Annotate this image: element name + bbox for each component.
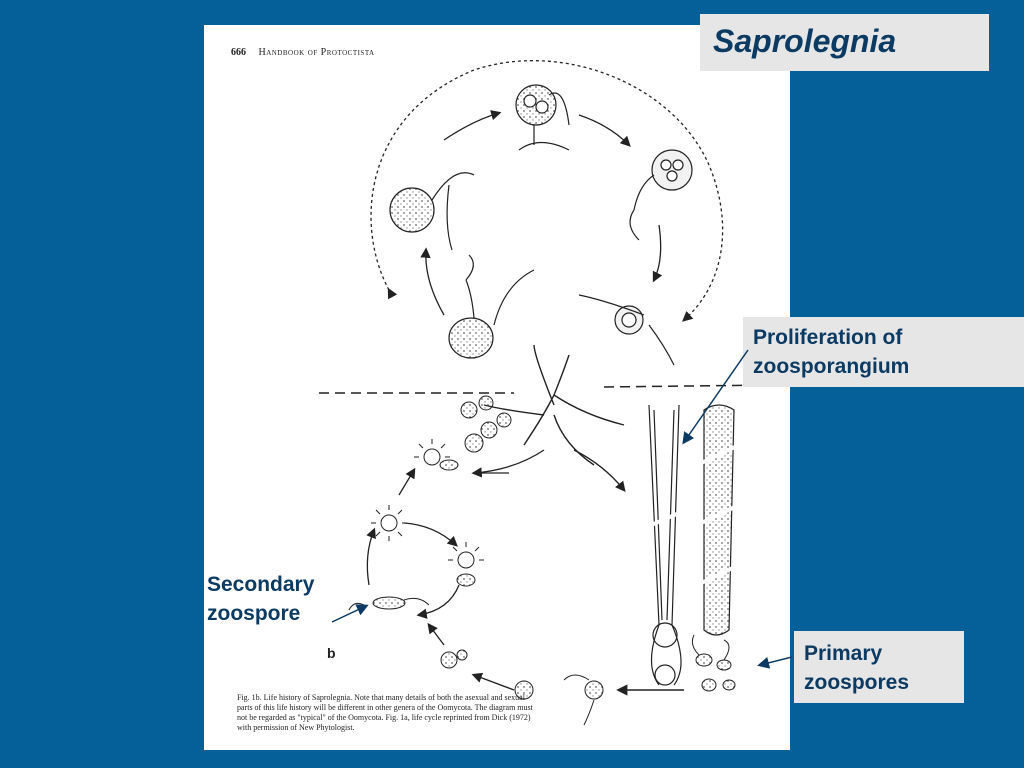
- label-primary: Primary zoospores: [804, 642, 910, 694]
- label-primary-box: Primary zoospores: [794, 631, 964, 703]
- primary-cyst: [514, 680, 534, 700]
- label-proliferation: Proliferation of zoosporangium: [753, 326, 910, 378]
- encysted-zoospore-top: [414, 439, 459, 471]
- secondary-cyst-spiny: [371, 505, 407, 541]
- oogonium-top: [515, 84, 570, 151]
- figure-caption: Fig. 1b. Life history of Saprolegnia. No…: [237, 693, 533, 732]
- slide-title-box: Saprolegnia: [700, 14, 989, 71]
- zoosporangium-empty: [648, 404, 682, 686]
- textbook-page: 666 Handbook of Protoctista: [204, 25, 790, 750]
- mycelium: [483, 344, 625, 466]
- cycle-arrow: [420, 247, 445, 316]
- germinated-cyst: [440, 649, 468, 669]
- encysting-zoospore: [563, 674, 604, 726]
- cycle-arrow: [398, 467, 416, 496]
- page-header: 666 Handbook of Protoctista: [231, 47, 375, 58]
- cycle-arrow: [471, 449, 545, 478]
- germinating-oospore: [448, 254, 535, 359]
- running-head: Handbook of Protoctista: [258, 47, 375, 58]
- primary-zoospore-cluster: [691, 634, 736, 692]
- slide-title: Saprolegnia: [713, 23, 897, 59]
- cycle-arrow: [416, 584, 460, 619]
- page-number: 666: [231, 47, 246, 58]
- zoosporangium-full: [696, 404, 740, 636]
- oospore-bottom-right: [578, 294, 675, 366]
- label-secondary: Secondary zoospore: [207, 573, 315, 625]
- cycle-arrow: [652, 224, 663, 283]
- life-cycle-diagram: [319, 60, 775, 726]
- oogonium-left: [389, 172, 475, 251]
- secondary-cyst-germinating: [448, 542, 484, 587]
- cyst-chain: [460, 395, 512, 453]
- cycle-arrow: [471, 672, 515, 691]
- cycle-arrow: [427, 622, 445, 646]
- secondary-zoospore: [348, 596, 430, 611]
- cycle-arrow: [578, 114, 631, 147]
- cycle-arrow: [403, 522, 458, 547]
- oogonium-right: [629, 149, 693, 241]
- cycle-arrow: [443, 110, 502, 141]
- label-proliferation-box: Proliferation of zoosporangium: [743, 317, 1024, 387]
- figure-letter: b: [327, 645, 336, 661]
- cycle-arrow: [573, 449, 626, 493]
- slash-marks: [639, 508, 687, 532]
- cycle-arrow: [366, 527, 376, 586]
